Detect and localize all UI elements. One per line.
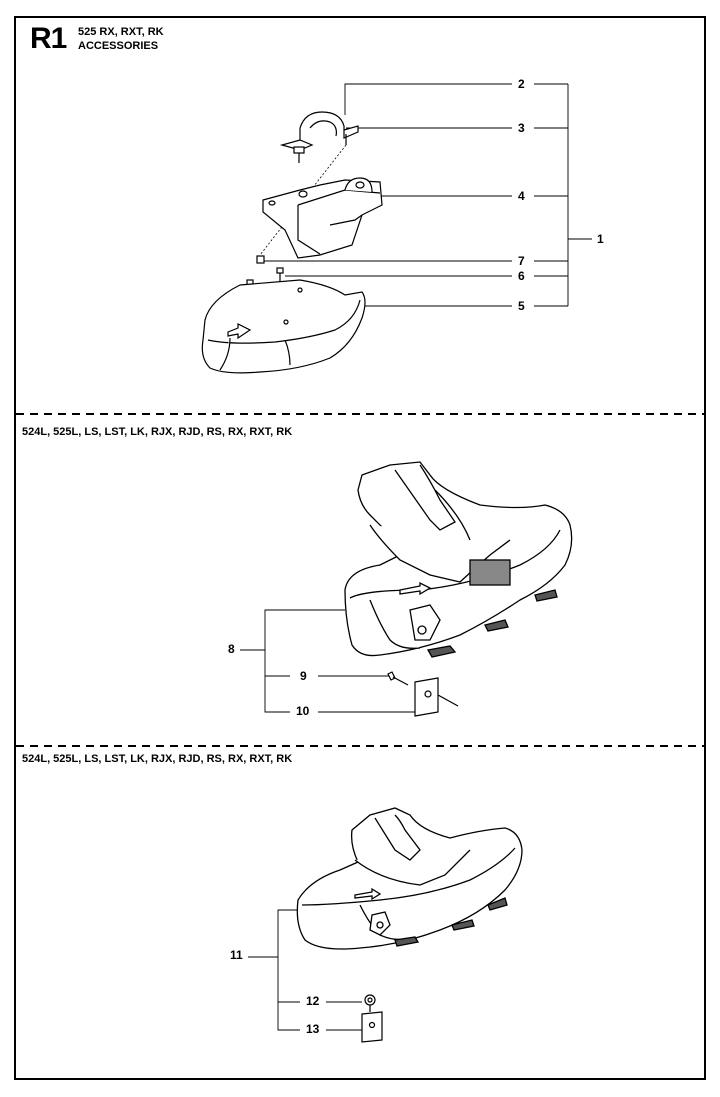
callout-5: 5 [518, 299, 525, 313]
callout-11: 11 [230, 948, 243, 962]
holder-part [262, 177, 383, 259]
small-guard-part [201, 279, 366, 374]
callout-7: 7 [518, 254, 525, 268]
callout-4: 4 [518, 189, 525, 203]
page-title: ACCESSORIES [78, 40, 159, 52]
callout-13: 13 [306, 1022, 320, 1036]
section-2-models: 524L, 525L, LS, LST, LK, RJX, RJD, RS, R… [22, 426, 293, 438]
clamp-part [279, 111, 359, 163]
page-frame [14, 16, 706, 1080]
bolt-part [246, 255, 284, 295]
callout-10: 10 [296, 704, 310, 718]
section-code: R1 [30, 22, 67, 55]
guard-part [296, 807, 523, 950]
section-3-models: 524L, 525L, LS, LST, LK, RJX, RJD, RS, R… [22, 753, 293, 765]
large-guard-part [344, 461, 573, 658]
callout-12: 12 [306, 994, 320, 1008]
leader-lines-section-2 [240, 609, 415, 713]
screw-part [387, 671, 459, 717]
callout-3: 3 [518, 121, 525, 135]
callout-2: 2 [518, 77, 525, 91]
callout-1: 1 [597, 232, 604, 246]
callout-9: 9 [300, 669, 307, 683]
leader-lines-section-3 [248, 909, 362, 1031]
callout-8: 8 [228, 642, 235, 656]
callout-6: 6 [518, 269, 525, 283]
nut-plate-part [361, 994, 383, 1043]
model-list: 525 RX, RXT, RK [78, 26, 164, 38]
